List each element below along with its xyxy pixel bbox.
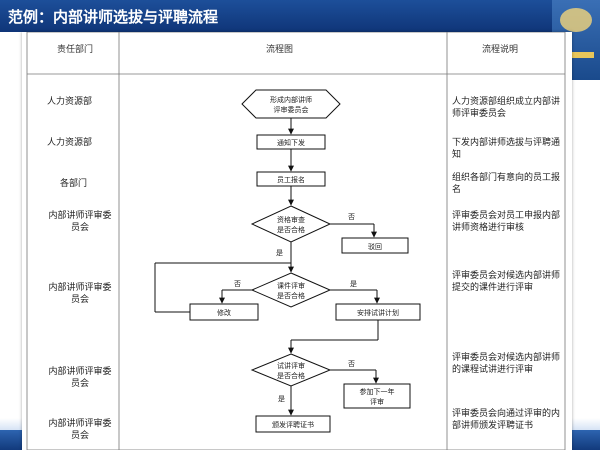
flow-no-label: 否 [348,213,355,221]
column-header-description: 流程说明 [482,45,519,55]
flow-courseware-label-line2: 是否合格 [277,291,305,300]
dept-cell: 人力资源部 [47,138,93,148]
description-cell: 人力资源部组织成立内部讲师评审委员会 [452,97,561,119]
flow-reject-label: 驳回 [368,243,382,251]
flow-trial-plan-label: 安排试讲计划 [357,308,399,317]
dept-cell: 内部讲师评审委员会 [48,419,112,441]
flow-start-node [241,89,341,119]
description-cell: 下发内部讲师选拔与评聘通知 [452,138,561,160]
flow-next-year-label-line1: 参加下一年 [360,387,395,396]
description-cell: 组织各部门有意向的员工报名 [452,173,561,195]
flow-yes-label: 是 [350,280,357,288]
dept-cell: 内部讲师评审委员会 [48,283,112,305]
column-header-department: 责任部门 [57,45,94,55]
flow-next-year-node [343,383,411,409]
flow-no-label: 否 [348,360,355,368]
flow-signup-label: 员工报名 [277,175,305,184]
table-grid [26,32,566,450]
flow-yes-label: 是 [276,249,283,257]
flow-certificate-label: 颁发评聘证书 [272,420,314,429]
description-cell: 评审委员会对候选内部讲师提交的课件进行评审 [452,271,561,293]
flow-trial-decision [250,353,332,387]
flow-certificate-node [255,415,331,433]
column-header-flowchart: 流程图 [266,45,294,55]
flow-qualification-decision [250,205,332,243]
flow-notice-label: 通知下发 [277,138,305,147]
flow-start-label-line1: 形成内部讲师 [270,95,312,104]
flow-revise-label: 修改 [217,308,231,317]
flow-trial-label-line2: 是否合格 [277,371,305,380]
flow-no-label: 否 [234,280,241,288]
description-cell: 评审委员会向通过评审的内部讲师颁发评聘证书 [452,409,561,431]
dept-cell: 人力资源部 [47,97,93,107]
description-cell: 评审委员会对候选内部讲师的课程试讲进行评审 [452,353,561,375]
flow-yes-label: 是 [278,395,285,403]
description-cell: 评审委员会对员工申报内部讲师资格进行审核 [452,211,561,233]
flow-next-year-label-line2: 评审 [370,397,384,406]
flow-reject-node [341,237,409,254]
flow-courseware-decision [250,272,332,308]
dept-cell: 各部门 [60,179,88,189]
slide-title: 范例：内部讲师选拔与评聘流程 [8,8,219,26]
dept-cell: 内部讲师评审委员会 [48,211,112,233]
flow-qualification-label-line2: 是否合格 [277,225,305,234]
dept-cell: 内部讲师评审委员会 [48,367,112,389]
slide-header: 范例：内部讲师选拔与评聘流程 [0,0,600,32]
flow-qualification-label-line1: 资格审查 [277,215,305,224]
flow-start-label-line2: 评审委员会 [274,105,309,114]
flow-courseware-label-line1: 课件评审 [277,281,305,290]
flow-trial-label-line1: 试讲评审 [277,361,305,370]
